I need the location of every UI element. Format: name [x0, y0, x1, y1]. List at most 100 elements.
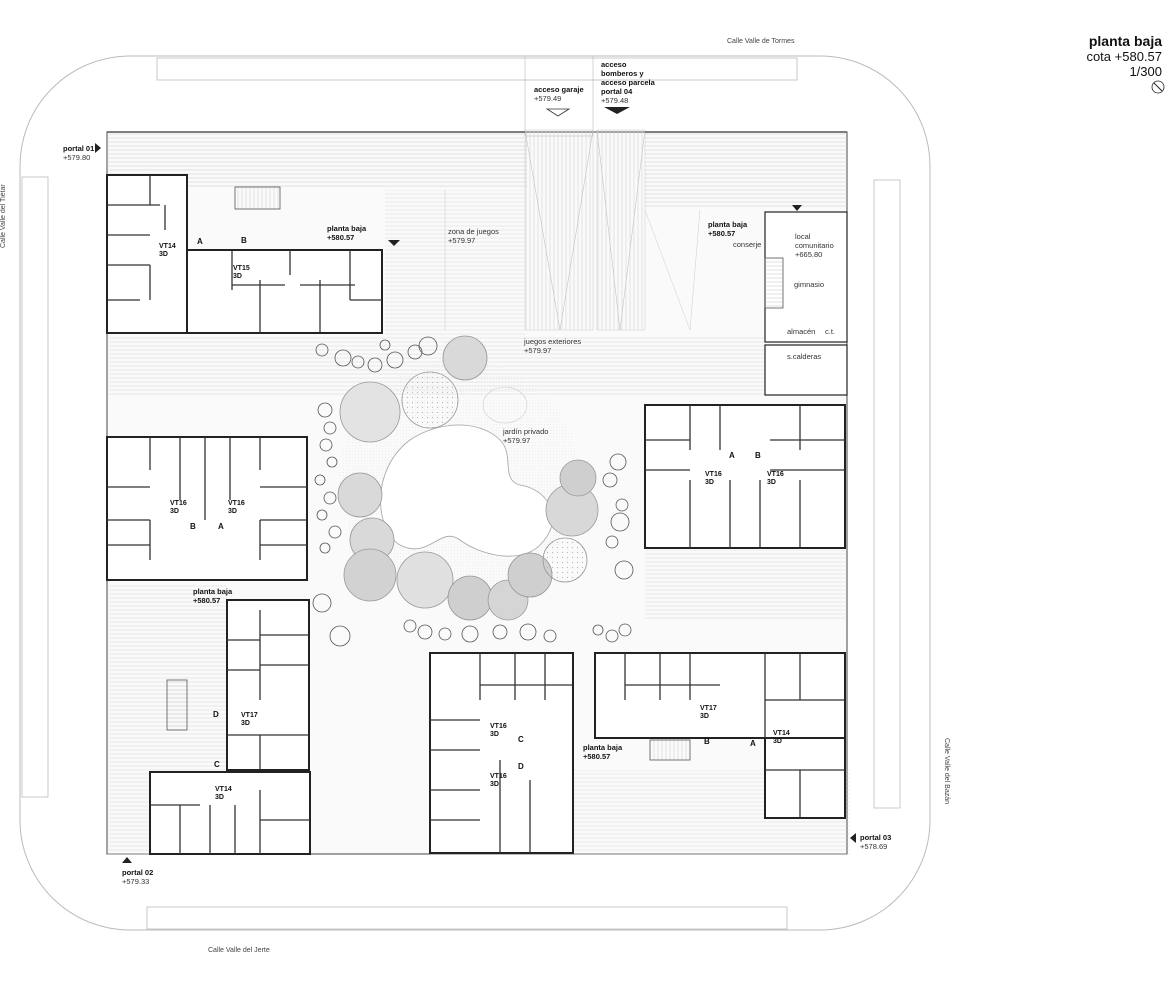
local-line1: local [795, 232, 811, 241]
access-ramp-hatch [596, 129, 646, 331]
unit-rooms: 3D [705, 479, 714, 486]
ff-level: +579.48 [601, 96, 629, 105]
play-area [385, 190, 525, 335]
space-pb-w-level: +580.57 [193, 596, 221, 605]
sidewalk-east [873, 179, 901, 809]
space-pb-nw-level: +580.57 [327, 233, 355, 242]
section-marker-a: A [750, 739, 756, 748]
space-pb-ne-label: planta baja [708, 220, 748, 229]
plan-title: planta baja [1088, 33, 1162, 49]
room-almacen: almacén [787, 327, 816, 336]
unit-type: VT17 [241, 712, 258, 719]
room-conserje: conserje [733, 240, 762, 249]
apartment-blocks [106, 174, 848, 855]
plan-level: cota +580.57 [1086, 49, 1162, 64]
garage-access-label: acceso garaje [534, 85, 584, 94]
section-marker-b: B [704, 737, 710, 746]
portal-03-level: +578.69 [860, 842, 888, 851]
portal03-arrow-icon [850, 833, 856, 843]
unit-rooms: 3D [700, 713, 709, 720]
unit-type: VT14 [773, 730, 790, 737]
trees-large [337, 335, 599, 621]
section-marker-d: D [213, 710, 219, 719]
unit-rooms: 3D [215, 794, 224, 801]
space-pb-s-level: +580.57 [583, 752, 611, 761]
plan-scale: 1/300 [1129, 64, 1162, 79]
ne-strip [645, 132, 847, 207]
unit-rooms: 3D [159, 251, 168, 258]
ff-line1: acceso [601, 60, 627, 69]
space-pb-s-label: planta baja [583, 743, 623, 752]
unit-type: VT16 [490, 723, 507, 730]
room-gimnasio: gimnasio [794, 280, 825, 289]
sidewalk-south [146, 906, 788, 930]
section-marker-b: B [755, 451, 761, 460]
juegos-ext-label: juegos exteriores [524, 337, 582, 346]
trees-small [312, 336, 634, 647]
unit-type: VT14 [159, 243, 176, 250]
unit-rooms: 3D [490, 731, 499, 738]
section-marker-a: A [218, 522, 224, 531]
unit-rooms: 3D [767, 479, 776, 486]
local-line2: comunitario [795, 241, 834, 250]
portal-01-level: +579.80 [63, 153, 91, 162]
unit-type: VT17 [700, 705, 717, 712]
section-marker-c: C [214, 760, 220, 769]
space-pb-ne: planta baja +580.57 [708, 220, 747, 238]
space-zona-juegos: zona de juegos +579.97 [448, 227, 499, 245]
portal-01-label: portal 01 [63, 144, 95, 153]
stair-nw [234, 186, 281, 210]
room-calderas: s.calderas [787, 352, 822, 361]
space-juegos-exteriores: juegos exteriores +579.97 [524, 337, 581, 355]
unit-rooms: 3D [233, 273, 242, 280]
local-level: +665.80 [795, 250, 823, 259]
ff-line3: acceso parcela [601, 78, 655, 87]
band-2 [645, 550, 847, 620]
unit-rooms: 3D [773, 738, 782, 745]
jardin-level: +579.97 [503, 436, 531, 445]
section-marker-a: A [197, 237, 203, 246]
unit-rooms: 3D [241, 720, 250, 727]
firefighter-access: acceso bomberos y acceso parcela portal … [601, 60, 655, 105]
space-pb-w-label: planta baja [193, 587, 233, 596]
room-ct: c.t. [825, 327, 836, 336]
section-marker-a: A [729, 451, 735, 460]
space-pb-s: planta baja +580.57 [583, 743, 622, 761]
space-pb-nw-label: planta baja [327, 224, 367, 233]
street-east: Calle Valle del Bazán [943, 738, 950, 805]
access-arrow-icon [604, 107, 630, 114]
north-arrow-icon [1151, 80, 1165, 94]
sidewalk-north [156, 57, 798, 81]
section-marker-c: C [518, 735, 524, 744]
stair-ne [764, 257, 784, 309]
street-west: Calle Valle del Tiétar [0, 184, 7, 248]
street-south: Calle Valle del Jerte [208, 947, 270, 954]
title-block: planta baja cota +580.57 1/300 [1086, 33, 1162, 80]
portal02-arrow-icon [122, 857, 132, 863]
garage-ramp-hatch [524, 129, 594, 331]
entry-arrow-2-icon [792, 205, 802, 211]
section-marker-d: D [518, 762, 524, 771]
unit-type: VT16 [705, 471, 722, 478]
plot-boundary [19, 55, 931, 931]
unit-rooms: 3D [170, 508, 179, 515]
street-north: Calle Valle de Tormes [727, 38, 795, 45]
garden-oval [482, 386, 528, 424]
portal-01: portal 01 +579.80 [63, 144, 94, 162]
entry-arrow-icon [388, 240, 400, 246]
unit-type: VT16 [228, 500, 245, 507]
juegos-ext-level: +579.97 [524, 346, 552, 355]
garage-access-level: +579.49 [534, 94, 562, 103]
unit-type: VT16 [170, 500, 187, 507]
